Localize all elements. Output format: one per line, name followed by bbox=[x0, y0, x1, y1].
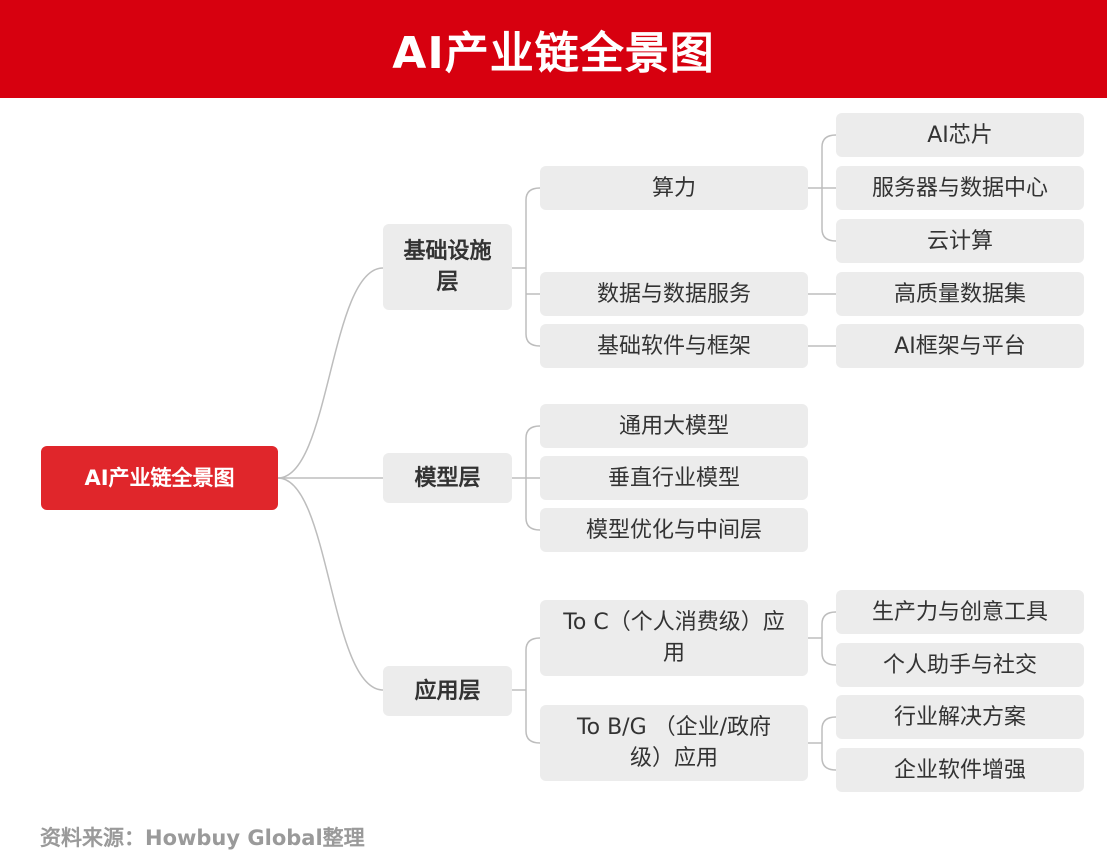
application-layer-node: 应用层 bbox=[383, 666, 512, 716]
personal-assistant-node: 个人助手与社交 bbox=[836, 643, 1084, 687]
application-layer-label: 应用层 bbox=[414, 678, 481, 704]
data-services-node: 数据与数据服务 bbox=[540, 272, 808, 316]
general-model-label: 通用大模型 bbox=[618, 413, 729, 439]
ai-chip-node: AI芯片 bbox=[836, 113, 1084, 157]
infrastructure-layer-label: 基础设施层 bbox=[403, 239, 492, 295]
personal-assistant-label: 个人助手与社交 bbox=[882, 652, 1037, 678]
model-optimization-node: 模型优化与中间层 bbox=[540, 508, 808, 552]
model-optimization-label: 模型优化与中间层 bbox=[585, 517, 762, 543]
root-node: AI产业链全景图 bbox=[41, 446, 278, 510]
ai-framework-node: AI框架与平台 bbox=[836, 324, 1084, 368]
industry-solutions-node: 行业解决方案 bbox=[836, 695, 1084, 739]
productivity-tools-label: 生产力与创意工具 bbox=[871, 599, 1048, 625]
server-datacenter-node: 服务器与数据中心 bbox=[836, 166, 1084, 210]
enterprise-software-label: 企业软件增强 bbox=[893, 757, 1026, 783]
compute-label: 算力 bbox=[651, 175, 696, 201]
source-note: 资料来源：Howbuy Global整理 bbox=[40, 826, 365, 850]
quality-dataset-node: 高质量数据集 bbox=[836, 272, 1084, 316]
cloud-computing-node: 云计算 bbox=[836, 219, 1084, 263]
ai-framework-label: AI框架与平台 bbox=[894, 333, 1026, 359]
page-title: AI产业链全景图 bbox=[392, 28, 715, 79]
header-banner: AI产业链全景图 bbox=[0, 0, 1107, 98]
model-layer-label: 模型层 bbox=[414, 465, 481, 491]
productivity-tools-node: 生产力与创意工具 bbox=[836, 590, 1084, 634]
server-datacenter-label: 服务器与数据中心 bbox=[871, 175, 1048, 201]
to-c-label: To C（个人消费级）应用 bbox=[563, 610, 785, 666]
vertical-model-label: 垂直行业模型 bbox=[607, 465, 740, 491]
infrastructure-layer-node: 基础设施层 bbox=[383, 224, 512, 310]
model-layer-node: 模型层 bbox=[383, 453, 512, 503]
cloud-computing-label: 云计算 bbox=[926, 228, 993, 254]
to-bg-node: To B/G （企业/政府级）应用 bbox=[540, 705, 808, 781]
general-model-node: 通用大模型 bbox=[540, 404, 808, 448]
quality-dataset-label: 高质量数据集 bbox=[893, 281, 1026, 307]
compute-node: 算力 bbox=[540, 166, 808, 210]
to-c-node: To C（个人消费级）应用 bbox=[540, 600, 808, 676]
industry-solutions-label: 行业解决方案 bbox=[893, 704, 1026, 730]
to-bg-label: To B/G （企业/政府级）应用 bbox=[576, 715, 772, 771]
base-software-node: 基础软件与框架 bbox=[540, 324, 808, 368]
root-label: AI产业链全景图 bbox=[84, 465, 235, 490]
data-services-label: 数据与数据服务 bbox=[596, 281, 751, 307]
base-software-label: 基础软件与框架 bbox=[596, 333, 751, 359]
enterprise-software-node: 企业软件增强 bbox=[836, 748, 1084, 792]
ai-chip-label: AI芯片 bbox=[927, 122, 993, 148]
vertical-model-node: 垂直行业模型 bbox=[540, 456, 808, 500]
